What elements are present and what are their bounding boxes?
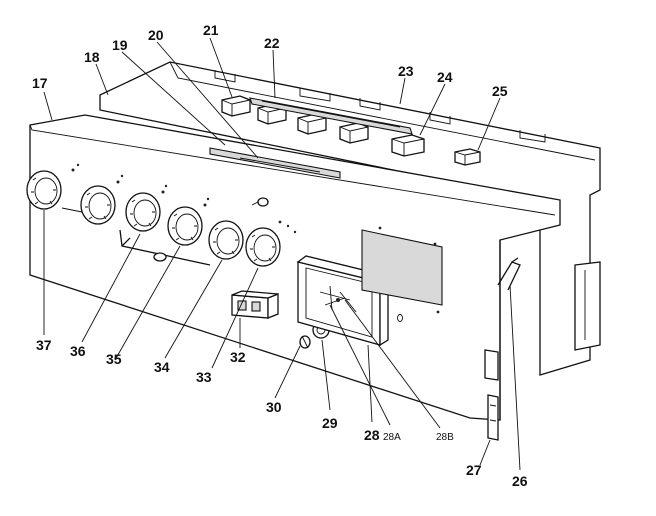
callout-24: 24 [437, 69, 453, 85]
callout-28a: 28A [383, 432, 401, 443]
control-knobs [26, 163, 297, 267]
knob [167, 206, 203, 246]
indicator-marks [71, 163, 297, 234]
callout-36: 36 [70, 343, 86, 359]
callout-35: 35 [106, 351, 122, 367]
callout-21: 21 [203, 22, 219, 38]
callout-27: 27 [466, 462, 482, 478]
knob [125, 192, 161, 232]
callout-22: 22 [264, 35, 280, 51]
small-fitting [299, 335, 311, 349]
knob [26, 170, 62, 210]
leader-lines [43, 37, 521, 471]
callout-25: 25 [492, 83, 508, 99]
callout-30: 30 [266, 399, 282, 415]
switch-module [391, 134, 425, 157]
callout-18: 18 [84, 49, 100, 65]
display-window [361, 226, 443, 322]
callout-33: 33 [196, 369, 212, 385]
callout-34: 34 [154, 359, 170, 375]
rear-housing [99, 61, 601, 376]
knob [245, 227, 281, 267]
switch-module [454, 148, 481, 166]
callout-19: 19 [112, 37, 128, 53]
knob [208, 220, 244, 260]
callout-37: 37 [36, 337, 52, 353]
switch-module [339, 122, 369, 144]
switch-module [297, 113, 327, 135]
callout-17: 17 [32, 75, 48, 91]
grommet [251, 197, 269, 207]
callout-labels: 17 18 19 20 21 22 23 24 25 26 27 28 28A … [32, 22, 528, 489]
switch-module [221, 95, 251, 117]
rocker-switch [231, 290, 279, 319]
callout-26: 26 [512, 473, 528, 489]
knob [80, 185, 116, 225]
side-latch [497, 257, 521, 291]
callout-23: 23 [398, 63, 414, 79]
callout-28b: 28B [436, 432, 454, 443]
callout-29: 29 [322, 415, 338, 431]
callout-20: 20 [148, 27, 164, 43]
callout-28: 28 [364, 427, 380, 443]
callout-32: 32 [230, 349, 246, 365]
switch-modules [221, 95, 481, 166]
